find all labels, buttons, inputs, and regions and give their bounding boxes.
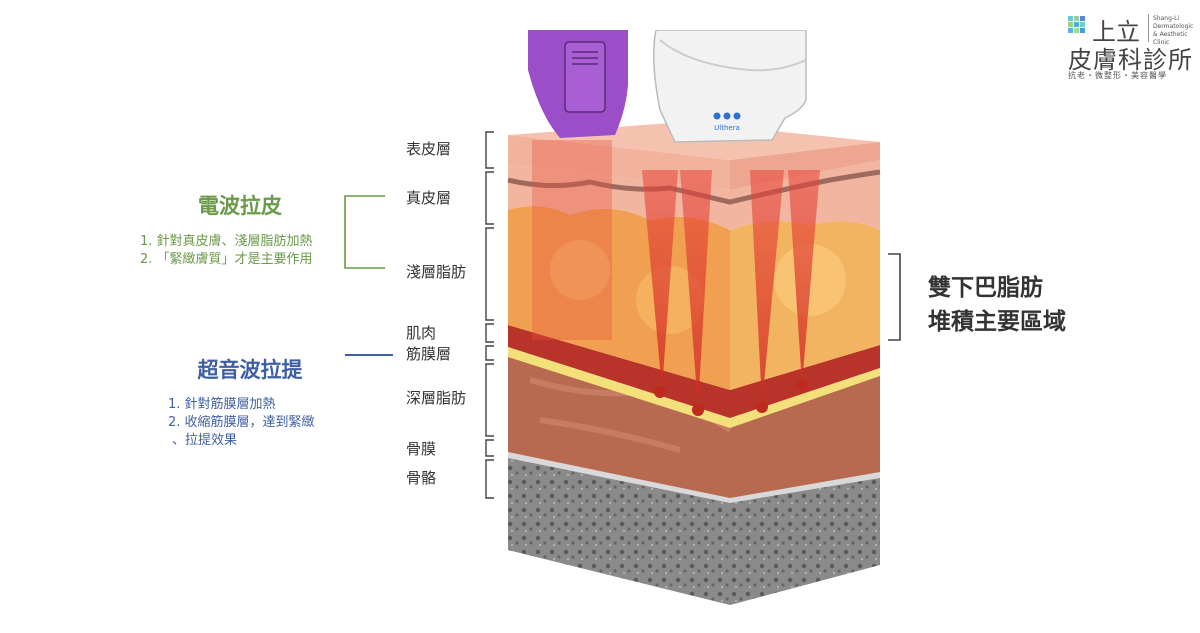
double-chin-label-line1: 雙下巴脂肪: [928, 275, 1043, 301]
label-epidermis: 表皮層: [406, 140, 452, 158]
focal-point-3: [756, 401, 768, 413]
periosteum-layer: [508, 450, 880, 503]
rf-title: 電波拉皮: [198, 194, 282, 218]
ultrasound-beam-1: [642, 170, 678, 390]
logo-en-3: & Aesthetic Clinic: [1153, 31, 1188, 46]
focal-point-2: [692, 404, 704, 416]
logo-name-bottom: 皮膚科診所: [1068, 46, 1193, 74]
logo-tagline: 抗老・微整形・美容醫學: [1068, 71, 1167, 80]
ultrasound-item-3: 、拉提效果: [172, 433, 238, 448]
rf-item-1: 1. 針對真皮膚、淺層脂肪加熱: [140, 234, 313, 249]
ultrasound-item-1: 1. 針對筋膜層加熱: [168, 397, 276, 412]
ultrasound-connector-line: [345, 354, 393, 356]
double-chin-bracket: [888, 253, 901, 341]
skin-cross-section-illustration: Ulthera: [507, 30, 881, 605]
logo-en-2: Dermatologic: [1153, 23, 1194, 30]
rf-device: [528, 30, 628, 138]
label-fascia: 筋膜層: [406, 345, 452, 363]
ultrasound-device: Ulthera: [653, 30, 807, 143]
label-deep-fat: 深層脂肪: [406, 389, 467, 407]
ultrasound-item-2: 2. 收縮筋膜層，達到緊緻: [168, 415, 315, 430]
label-dermis: 真皮層: [406, 189, 452, 207]
fascia-layer: [508, 347, 880, 428]
rf-heat-zone: [532, 140, 612, 340]
focal-point-1: [654, 386, 666, 398]
label-superficial-fat: 淺層脂肪: [406, 263, 467, 281]
focal-point-4: [796, 379, 808, 391]
logo-name-top: 上立: [1092, 18, 1140, 46]
label-periosteum: 骨膜: [406, 440, 437, 458]
rf-bracket: [344, 195, 385, 269]
device-brand-label: Ulthera: [714, 124, 740, 132]
double-chin-label-line2: 堆積主要區域: [928, 309, 1066, 335]
logo-english: Shang-Li Dermatologic & Aesthetic Clinic: [1153, 15, 1200, 47]
logo-mosaic-icon: [1068, 16, 1085, 33]
ultrasound-title: 超音波拉提: [197, 358, 303, 382]
logo-divider: [1148, 14, 1149, 42]
ultrasound-beam-4: [788, 170, 820, 385]
ultrasound-beam-2: [680, 170, 712, 408]
ultrasound-beam-3: [750, 170, 784, 405]
rf-item-2: 2. 「緊緻膚質」才是主要作用: [140, 252, 313, 267]
label-bone: 骨骼: [406, 469, 437, 487]
logo-en-1: Shang-Li: [1153, 15, 1180, 22]
label-muscle: 肌肉: [406, 324, 437, 342]
muscle-layer: [508, 325, 880, 418]
layer-brackets: [485, 131, 494, 499]
